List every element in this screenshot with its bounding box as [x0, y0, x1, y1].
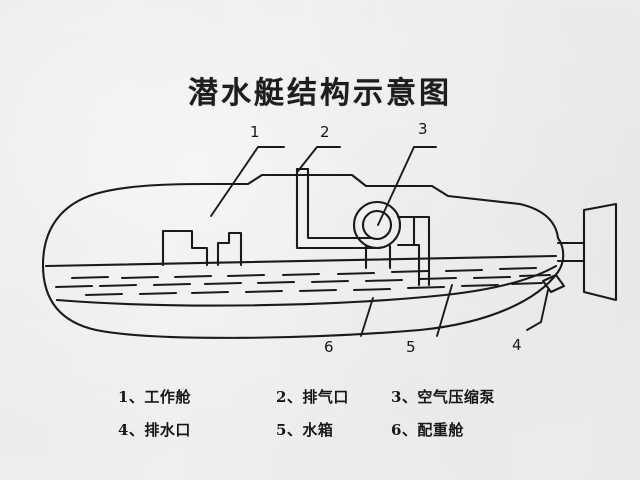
hull-upper-outline [41, 173, 560, 267]
propeller-shaft [556, 241, 586, 263]
leader-line-1 [210, 146, 285, 217]
legend-item-6: 6、配重舱 [391, 421, 464, 439]
propeller-blades [582, 202, 618, 302]
legend-row: 1、工作舱 2、排气口 3、空气压缩泵 [118, 386, 548, 407]
air-compressor-downcomer-inner [412, 243, 421, 287]
callout-label-5: 5 [406, 338, 416, 356]
hull-stern-tip [556, 236, 565, 274]
legend-row: 4、排水口 5、水箱 6、配重舱 [118, 419, 548, 440]
leader-line-3 [377, 146, 437, 226]
legend-item-5: 5、水箱 [276, 421, 334, 439]
air-compressor-mount [364, 244, 392, 270]
callout-label-6: 6 [324, 338, 334, 356]
waterline-bottom [55, 264, 558, 307]
air-compressor-discharge-pipe [396, 215, 416, 247]
exhaust-port-pipe-inner [306, 167, 374, 240]
work-compartment-block-large [161, 229, 209, 267]
callout-label-4: 4 [512, 336, 522, 354]
page-title: 潜水艇结构示意图 [188, 76, 452, 111]
waterline-top [44, 254, 558, 268]
work-compartment-block-small [216, 231, 243, 267]
callout-label-1: 1 [250, 123, 260, 141]
legend-item-3: 3、空气压缩泵 [391, 388, 495, 406]
air-compressor-outer-circle [352, 200, 402, 250]
leader-line-6 [360, 297, 374, 337]
air-compressor-inner-circle [361, 209, 393, 241]
hull-lower-outline [41, 263, 560, 339]
water-dashes [55, 267, 551, 296]
leader-line-2 [297, 146, 341, 172]
leader-line-5 [436, 284, 453, 337]
callout-leader-lines [210, 146, 549, 337]
legend-item-4: 4、排水口 [118, 421, 191, 439]
legend-item-2: 2、排气口 [276, 388, 349, 406]
exhaust-port-pipe [295, 167, 380, 250]
callout-label-3: 3 [418, 120, 428, 138]
air-compressor-downcomer [412, 215, 431, 287]
drain-outlet-valve [541, 273, 566, 294]
legend-item-1: 1、工作舱 [118, 388, 191, 406]
leader-line-4 [526, 289, 549, 331]
callout-label-2: 2 [320, 123, 330, 141]
